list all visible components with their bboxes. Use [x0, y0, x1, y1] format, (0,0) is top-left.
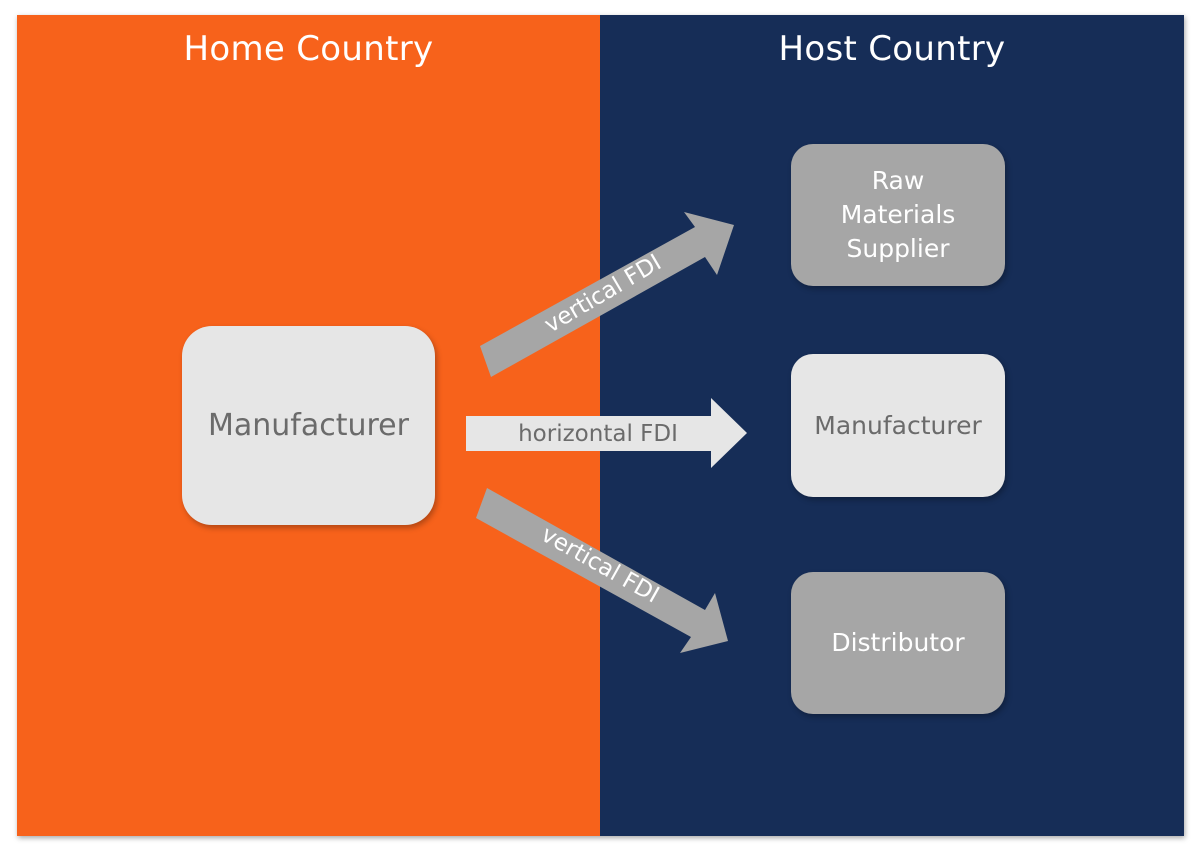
- vertical-fdi-arrow-lower-label: vertical FDI: [537, 521, 664, 608]
- home-country-title: Home Country: [183, 29, 434, 69]
- vertical-fdi-arrow-upper-label: vertical FDI: [540, 250, 666, 339]
- diagram-frame: Home Country Host Country vertical FDI h…: [17, 15, 1184, 836]
- raw-materials-supplier-node: Raw Materials Supplier: [791, 144, 1005, 286]
- fdi-arrows: vertical FDI horizontal FDI vertical FDI: [466, 212, 747, 653]
- horizontal-fdi-arrow-shape: [466, 398, 747, 468]
- vertical-fdi-arrow-upper-shape: [480, 212, 734, 377]
- horizontal-fdi-arrow-label: horizontal FDI: [518, 421, 678, 447]
- vertical-fdi-arrow-lower-shape: [476, 488, 728, 653]
- distributor-node: Distributor: [791, 572, 1005, 714]
- host-manufacturer-node: Manufacturer: [791, 354, 1005, 497]
- home-manufacturer-node: Manufacturer: [182, 326, 435, 525]
- vertical-fdi-arrow-upper: vertical FDI: [480, 212, 734, 377]
- vertical-fdi-arrow-lower: vertical FDI: [476, 488, 728, 653]
- host-country-title: Host Country: [778, 29, 1006, 69]
- horizontal-fdi-arrow: horizontal FDI: [466, 398, 747, 468]
